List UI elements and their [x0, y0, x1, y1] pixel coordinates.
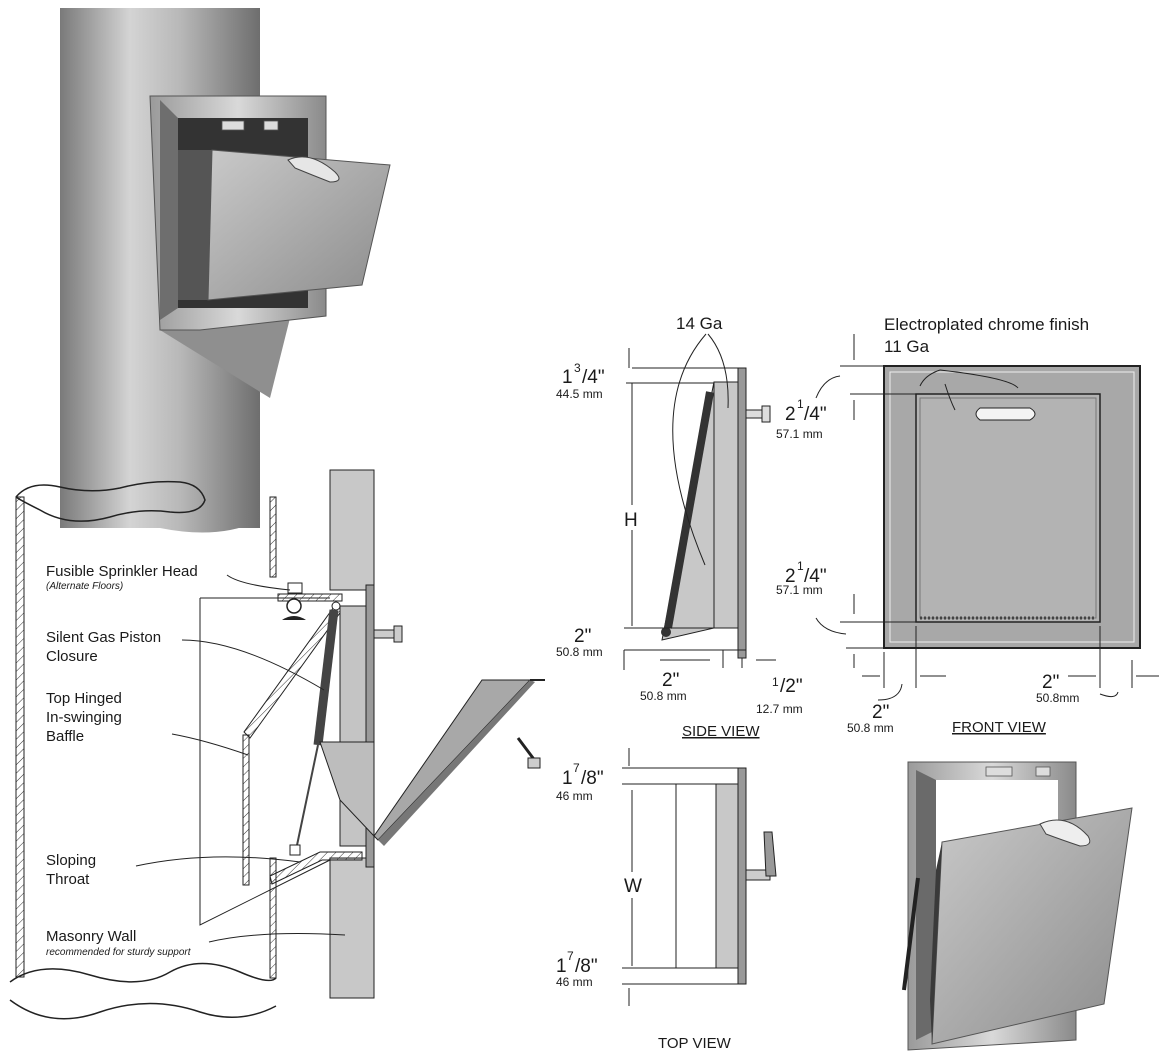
top-bottom-inch-den: /8" — [575, 956, 598, 977]
door-closeup-photo — [902, 761, 1133, 1051]
front-left-mm: 50.8 mm — [847, 721, 894, 735]
side-top-mm: 44.5 mm — [556, 387, 603, 401]
front-bottom-inch-num: 1 — [797, 559, 804, 573]
chute-on-pipe-photo — [60, 8, 391, 533]
front-top-mm: 57.1 mm — [776, 427, 823, 441]
side-top-inch-num: 3 — [574, 361, 581, 375]
side-depth-mm: 50.8 mm — [640, 689, 687, 703]
front-bottom-inch-whole: 2 — [785, 566, 796, 587]
front-left-inch: 2" — [872, 702, 889, 723]
width-label: W — [624, 876, 642, 897]
side-flange-mm: 12.7 mm — [756, 702, 803, 716]
front-view-title: FRONT VIEW — [952, 719, 1047, 736]
front-gauge-label: 11 Ga — [884, 337, 930, 356]
side-depth-inch: 2" — [662, 670, 679, 691]
baffle-label-line1: Top Hinged — [46, 690, 122, 707]
front-top-inch-num: 1 — [797, 397, 804, 411]
top-top-mm: 46 mm — [556, 789, 593, 803]
side-view-title: SIDE VIEW — [682, 723, 760, 740]
front-bottom-mm: 57.1 mm — [776, 583, 823, 597]
side-top-inch-den: /4" — [582, 367, 605, 388]
side-flange-inch-den: /2" — [780, 676, 803, 697]
front-view — [815, 334, 1159, 701]
piston-label-line2: Closure — [46, 648, 98, 665]
finish-label: Electroplated chrome finish — [884, 315, 1089, 334]
front-bottom-inch-den: /4" — [804, 566, 827, 587]
top-top-inch-num: 7 — [573, 761, 580, 775]
front-top-inch-den: /4" — [804, 404, 827, 425]
side-flange-inch-num: 1 — [772, 675, 779, 689]
side-bottom-inch: 2" — [574, 626, 591, 647]
throat-label-line2: Throat — [46, 871, 90, 888]
height-label: H — [624, 510, 638, 531]
top-bottom-inch-whole: 1 — [556, 956, 567, 977]
top-view — [622, 748, 777, 1006]
wall-label: Masonry Wall — [46, 928, 136, 945]
piston-label-line1: Silent Gas Piston — [46, 629, 161, 646]
throat-label-line1: Sloping — [46, 852, 96, 869]
baffle-label-line3: Baffle — [46, 728, 84, 745]
sprinkler-label: Fusible Sprinkler Head — [46, 563, 198, 580]
side-bottom-mm: 50.8 mm — [556, 645, 603, 659]
top-bottom-inch-num: 7 — [567, 949, 574, 963]
top-view-title: TOP VIEW — [658, 1035, 732, 1052]
front-right-inch: 2" — [1042, 672, 1059, 693]
top-top-inch-whole: 1 — [562, 768, 573, 789]
wall-note: recommended for sturdy support — [46, 947, 192, 958]
side-gauge-label: 14 Ga — [676, 314, 723, 333]
sprinkler-note: (Alternate Floors) — [46, 581, 123, 592]
baffle-label-line2: In-swinging — [46, 709, 122, 726]
top-top-inch-den: /8" — [581, 768, 604, 789]
side-view — [623, 333, 776, 670]
side-top-inch-whole: 1 — [562, 367, 573, 388]
front-right-mm: 50.8mm — [1036, 691, 1079, 705]
top-bottom-mm: 46 mm — [556, 975, 593, 989]
section-drawing — [9, 469, 545, 1020]
front-top-inch-whole: 2 — [785, 404, 796, 425]
